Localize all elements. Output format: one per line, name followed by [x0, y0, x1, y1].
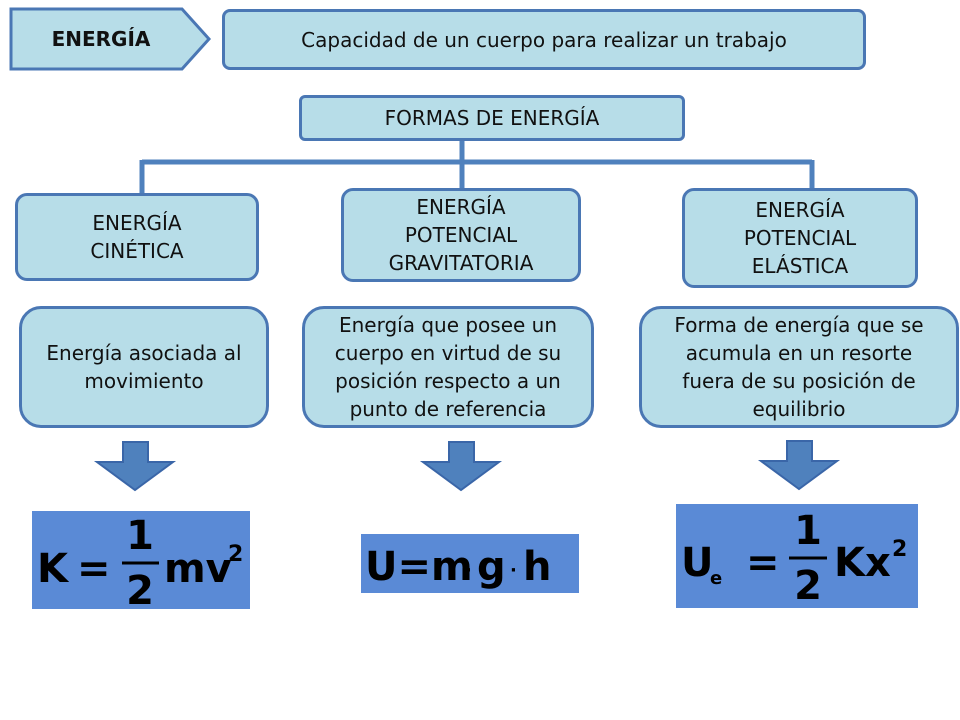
formula-expression: U=m [365, 544, 473, 590]
formula-kinetic-graphic: K = 1 2 mv 2 [37, 513, 243, 609]
down-arrow-icon [93, 441, 177, 492]
formula-numerator: 1 [126, 513, 154, 559]
formula-variable: Kx [834, 540, 891, 586]
formula-exponent: 2 [228, 542, 243, 567]
formula-elastic-graphic: U e = 1 2 Kx 2 [681, 508, 907, 608]
formula-symbol: U [681, 540, 713, 586]
forms-title-text: FORMAS DE ENERGÍA [384, 106, 600, 130]
formula-elastic: U e = 1 2 Kx 2 [676, 504, 918, 608]
description-text: Energía asociada al movimiento [46, 341, 242, 393]
formula-gravitational-graphic: U=m · g · h [365, 544, 551, 590]
down-arrow-icon [419, 441, 503, 492]
formula-equals: = [746, 540, 780, 586]
header-tag-shape [9, 7, 212, 71]
type-label: ENERGÍA CINÉTICA [90, 211, 184, 263]
type-box-kinetic: ENERGÍA CINÉTICA [15, 193, 259, 281]
description-text: Forma de energía que se acumula en un re… [674, 313, 924, 421]
formula-g: g [477, 544, 506, 590]
formula-gravitational: U=m · g · h [361, 534, 579, 593]
energy-definition-text: Capacidad de un cuerpo para realizar un … [301, 27, 787, 52]
formula-denominator: 2 [794, 563, 822, 608]
formula-variable: mv [164, 546, 232, 592]
formula-h: h [523, 544, 551, 590]
description-box-kinetic: Energía asociada al movimiento [19, 306, 269, 428]
formula-equals: = [77, 546, 111, 592]
type-label: ENERGÍA POTENCIAL ELÁSTICA [743, 198, 857, 278]
formula-dot: · [465, 560, 472, 581]
down-arrow-icon [757, 440, 841, 491]
type-box-gravitational: ENERGÍA POTENCIAL GRAVITATORIA [341, 188, 581, 282]
formula-numerator: 1 [794, 508, 822, 554]
description-box-gravitational: Energía que posee un cuerpo en virtud de… [302, 306, 594, 428]
type-box-elastic: ENERGÍA POTENCIAL ELÁSTICA [682, 188, 918, 288]
type-label: ENERGÍA POTENCIAL GRAVITATORIA [388, 195, 534, 275]
formula-denominator: 2 [126, 568, 154, 609]
description-box-elastic: Forma de energía que se acumula en un re… [639, 306, 959, 428]
header-tag: ENERGÍA [11, 9, 191, 69]
formula-dot: · [510, 560, 517, 581]
formula-exponent: 2 [892, 537, 907, 562]
energy-definition-box: Capacidad de un cuerpo para realizar un … [222, 9, 866, 70]
formula-subscript: e [710, 568, 722, 589]
tree-connector [139, 140, 815, 196]
header-tag-label: ENERGÍA [51, 27, 151, 51]
description-text: Energía que posee un cuerpo en virtud de… [334, 313, 562, 421]
forms-title-box: FORMAS DE ENERGÍA [299, 95, 685, 141]
formula-symbol: K [37, 546, 70, 592]
formula-kinetic: K = 1 2 mv 2 [32, 511, 250, 609]
